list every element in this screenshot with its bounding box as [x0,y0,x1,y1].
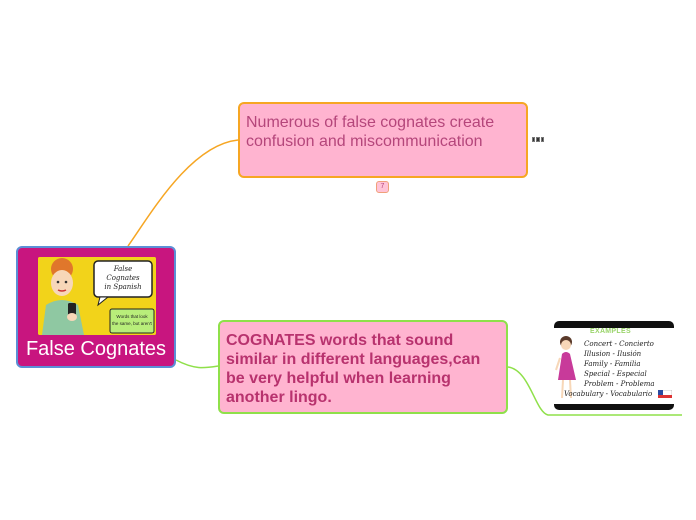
example-line: Vocabulary - Vocabulario [564,390,653,398]
example-line: Family - Familia [584,360,641,368]
root-topic-image: False Cognates in Spanish Words that loo… [38,257,156,335]
caption-line-2: the same, but aren't [112,321,152,326]
topic-false-cognates-confusion[interactable]: Numerous of false cognates create confus… [238,102,528,178]
sign-line-2: in Spanish [104,283,142,291]
examples-image-node[interactable]: EXAMPLES Concert - Concierto Illusion - … [554,321,674,410]
girl-figure-illustration [555,336,576,399]
central-topic-label: False Cognates [25,338,167,360]
link-root-topic2 [175,359,219,369]
example-line: Illusion - Ilusión [584,350,642,358]
topic-2-text: COGNATES words that sound similar in dif… [226,332,481,406]
examples-title: EXAMPLES [590,328,631,335]
caption-line-1: Words that look [116,314,148,319]
example-line: Problem - Problema [584,380,655,388]
flag-icon [658,390,672,398]
example-line: Special - Especial [584,370,647,378]
examples-image: EXAMPLES Concert - Concierto Illusion - … [554,328,674,404]
topic-cognates-definition[interactable]: COGNATES words that sound similar in dif… [218,320,508,414]
topic-1-count-badge[interactable]: 7 [376,181,389,193]
link-topic2-image [507,366,682,416]
topic-1-notes-icon[interactable] [532,137,544,142]
example-line: Concert - Concierto [584,340,654,348]
woman-with-sign-illustration [38,257,156,335]
topic-1-text: Numerous of false cognates create confus… [246,114,495,150]
link-root-topic1 [127,139,239,247]
central-topic-false-cognates[interactable]: False Cognates in Spanish Words that loo… [16,246,176,368]
sign-line-1: False Cognates [106,265,140,282]
